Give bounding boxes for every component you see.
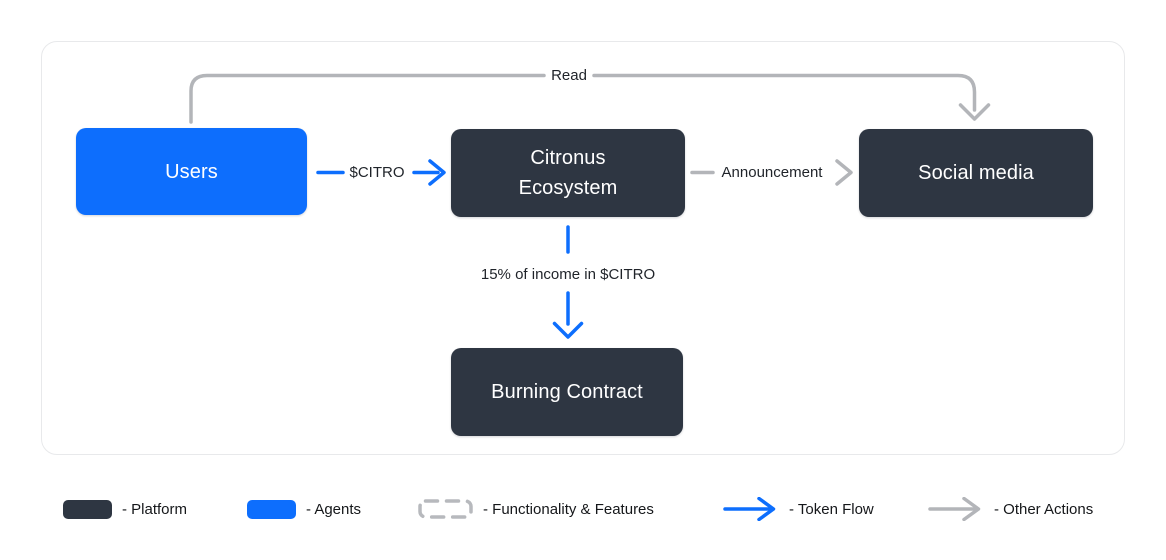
features-dashed-swatch-icon (418, 499, 473, 519)
edge-label-read: Read (551, 67, 587, 84)
node-users: Users (76, 128, 307, 215)
legend-item-features: - Functionality & Features (418, 497, 654, 521)
legend-item-token-flow: - Token Flow (723, 497, 874, 521)
legend-label-token-flow: - Token Flow (789, 500, 874, 518)
token-flow-arrow-icon (723, 497, 776, 521)
edge-label-income: 15% of income in $CITRO (480, 266, 656, 283)
legend-label-platform: - Platform (122, 500, 188, 518)
edge-label-citro: $CITRO (349, 164, 405, 181)
legend-item-platform: - Platform (63, 497, 187, 521)
node-social-label: Social media (918, 162, 1034, 184)
legend-item-other-actions: - Other Actions (928, 497, 1093, 521)
other-actions-arrow-icon (928, 497, 981, 521)
node-ecosystem-label-line2: Ecosystem (518, 177, 618, 199)
legend-item-agents: - Agents (247, 497, 361, 521)
legend-label-features: - Functionality & Features (483, 500, 654, 518)
legend-label-other-actions: - Other Actions (994, 500, 1094, 518)
legend-label-agents: - Agents (306, 500, 362, 518)
agents-swatch-icon (247, 499, 296, 519)
node-users-label: Users (165, 160, 218, 183)
edge-label-announcement: Announcement (721, 164, 823, 181)
node-ecosystem-label-line1: Citronus (530, 147, 606, 169)
node-citronus-ecosystem: Citronus Ecosystem (451, 129, 685, 217)
node-social-media: Social media (859, 129, 1093, 217)
platform-swatch-icon (63, 499, 112, 519)
node-burning-contract: Burning Contract (451, 348, 683, 436)
node-burning-label: Burning Contract (491, 381, 643, 403)
